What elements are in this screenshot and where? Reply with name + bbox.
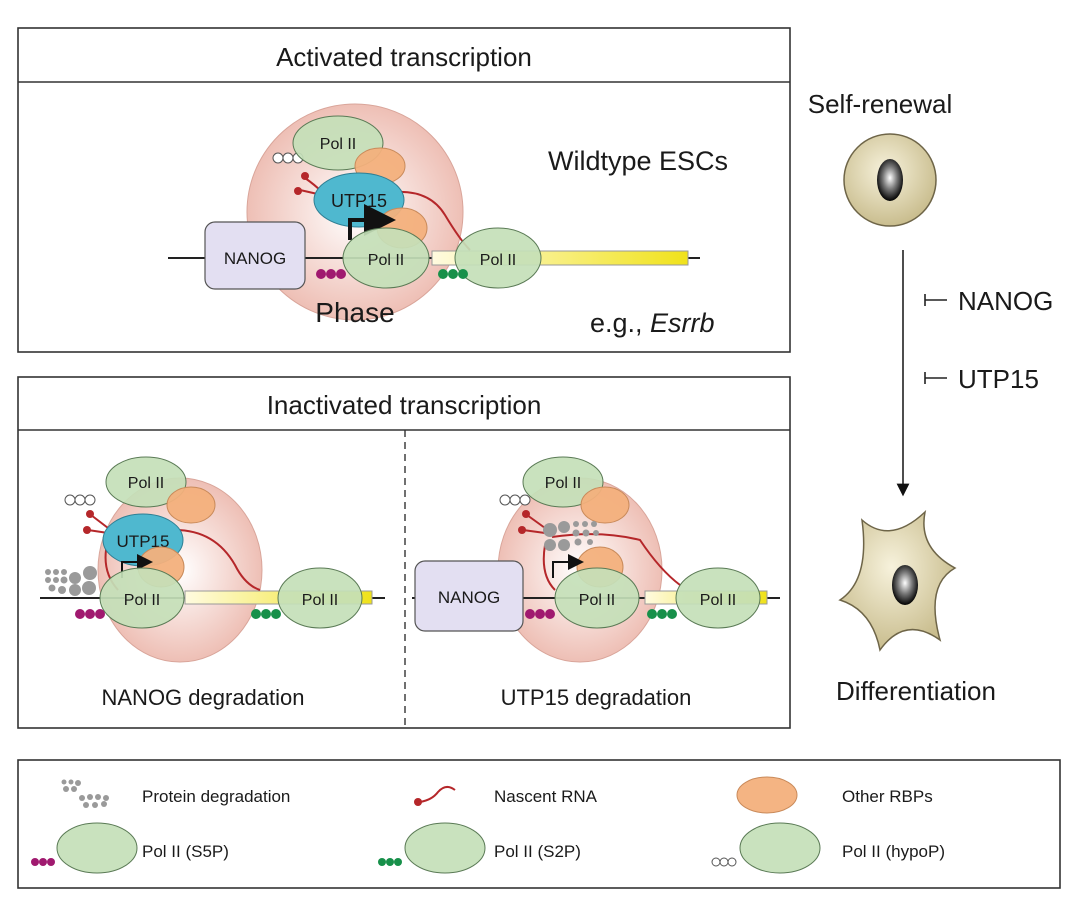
legend: Protein degradation Nascent RNA Other RB…: [17, 759, 1061, 889]
nucleus-icon: [877, 159, 903, 201]
nanog-inhibition: NANOG: [924, 286, 1053, 316]
pol-ii-s5p: [342, 227, 430, 289]
panel-border: [17, 27, 791, 353]
degraded-utp15-icon: [543, 521, 599, 551]
activated-transcription-panel: Activated transcription NANOG Pol II UTP…: [17, 27, 791, 353]
right-caption: UTP15 degradation: [501, 685, 692, 710]
legend-label: Pol II (S2P): [494, 842, 581, 861]
svg-text:UTP15: UTP15: [117, 532, 170, 551]
legend-label: Pol II (S5P): [142, 842, 229, 861]
panel-title: Activated transcription: [276, 42, 532, 72]
utp15-label: UTP15: [331, 191, 387, 211]
pol-ii-label: Pol II: [368, 252, 404, 269]
protein-degradation-icon: [61, 779, 109, 808]
svg-text:NANOG: NANOG: [438, 588, 500, 607]
svg-text:Pol II: Pol II: [700, 592, 736, 609]
svg-text:Pol II: Pol II: [302, 592, 338, 609]
inhibitor-label: NANOG: [958, 286, 1053, 316]
pol-ii-label: Pol II: [320, 136, 356, 153]
self-renewal-label: Self-renewal: [808, 89, 953, 119]
nucleus-icon: [892, 565, 918, 605]
utp15-degradation-scheme: NANOG Pol II Pol II Pol II: [412, 456, 780, 663]
pol-ii-s5p-icon: [31, 822, 138, 874]
legend-label: Protein degradation: [142, 787, 290, 806]
nanog-label: NANOG: [224, 249, 286, 268]
degraded-nanog-icon: [45, 566, 97, 596]
left-caption: NANOG degradation: [102, 685, 305, 710]
panel-border: [17, 376, 791, 729]
nascent-rna-icon: [414, 786, 456, 806]
legend-label: Other RBPs: [842, 787, 933, 806]
svg-text:Pol II: Pol II: [124, 592, 160, 609]
pol-ii-s2p-icon: [378, 822, 486, 874]
phase-label: Phase: [315, 297, 394, 328]
utp15-inhibition: UTP15: [924, 364, 1039, 394]
condition-label: Wildtype ESCs: [548, 146, 728, 176]
inhibition-icon: [924, 372, 947, 384]
svg-text:Pol II: Pol II: [579, 592, 615, 609]
panel-title: Inactivated transcription: [267, 390, 542, 420]
tss-arrow: [348, 204, 396, 240]
svg-text:Pol II: Pol II: [128, 475, 164, 492]
other-rbps-icon: [736, 776, 798, 814]
pol-ii-label: Pol II: [480, 252, 516, 269]
cell-fate-scheme: Self-renewal NANOG UTP15 Differentiation: [808, 89, 1054, 706]
example-gene-label: e.g., Esrrb: [590, 308, 715, 338]
inhibitor-label: UTP15: [958, 364, 1039, 394]
pol-ii-s2p: [454, 227, 542, 289]
nanog-degradation-scheme: Pol II UTP15 Pol II Pol II: [40, 456, 385, 663]
legend-label: Pol II (hypoP): [842, 842, 945, 861]
inhibition-icon: [924, 294, 947, 306]
pol-ii-hypop-icon: [711, 822, 821, 874]
nanog-box: [204, 221, 306, 290]
svg-text:Pol II: Pol II: [545, 475, 581, 492]
legend-label: Nascent RNA: [494, 787, 598, 806]
differentiation-label: Differentiation: [836, 676, 996, 706]
inactivated-transcription-panel: Inactivated transcription Pol II UTP15 P…: [17, 376, 791, 729]
